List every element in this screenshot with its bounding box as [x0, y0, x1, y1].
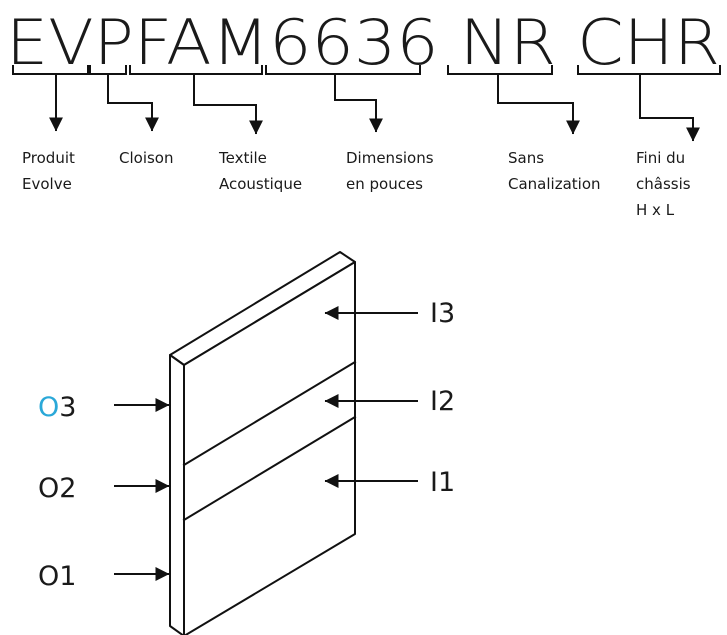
panel-drawing — [169, 251, 357, 635]
label-i2: I2 — [430, 386, 455, 417]
legend-cloison: Cloison — [119, 149, 174, 167]
label-i3: I3 — [430, 298, 455, 329]
product-code: EVPFAM6636 NR CHR — [6, 6, 720, 79]
code-brackets — [12, 65, 721, 75]
inside-arrows — [324, 306, 418, 488]
panel-division-lower — [182, 415, 357, 522]
panel-edge-face — [169, 354, 185, 635]
legend-textile-acoustique: Textile Acoustique — [218, 149, 302, 193]
legend-fini-chassis: Fini du châssis H x L — [636, 149, 695, 219]
code-leaders — [49, 74, 700, 142]
label-o3-prefix: O — [38, 392, 59, 423]
label-o1: O1 — [38, 561, 76, 592]
legend-dimensions: Dimensions en pouces — [346, 149, 438, 193]
panel-front-face — [183, 261, 356, 635]
label-i1: I1 — [430, 467, 455, 498]
legend-sans-canalization: Sans Canalization — [508, 149, 601, 193]
label-o3: O3 — [38, 392, 76, 423]
legend-produit-evolve: Produit Evolve — [22, 149, 80, 193]
outside-arrows — [114, 398, 170, 581]
panel-division-upper — [182, 360, 357, 467]
label-o2: O2 — [38, 473, 76, 504]
